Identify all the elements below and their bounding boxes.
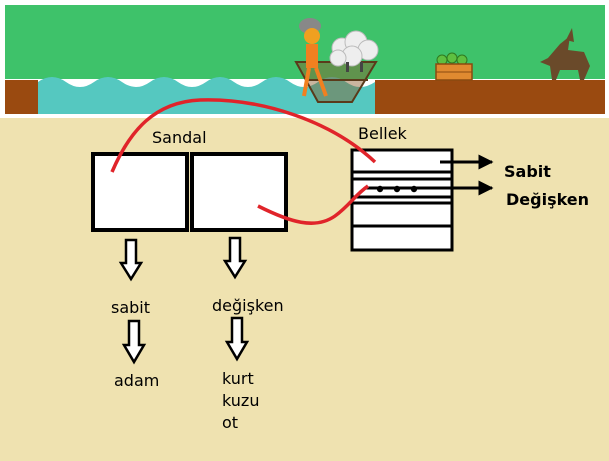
down-arrow-icon [121,319,147,365]
right-slot-type-label: değişken [212,296,284,315]
down-arrow-icon [222,236,248,280]
memory-row-label-sabit: Sabit [504,162,551,181]
right-slot-value: kuzu [222,391,260,410]
left-bank [5,80,38,114]
game-scene [0,0,609,118]
boat-slot-right [190,152,288,232]
wolf-icon [540,28,590,80]
right-bank [375,80,605,114]
cabbage-crate-icon [435,52,473,81]
grass-band [5,5,605,79]
memory-title: Bellek [358,124,407,143]
left-slot-type-label: sabit [111,298,151,317]
memory-row-label-degisken: Değişken [506,190,590,209]
left-slot-value: adam [114,371,160,390]
connector-left-slot-to-sabit [110,98,377,173]
boat-title: Sandal [152,128,207,147]
water [38,77,375,114]
sheep-icon [329,30,379,72]
right-slot-value: kurt [222,369,254,388]
right-slot-value: ot [222,413,239,432]
down-arrow-icon [224,316,250,362]
connector-right-slot-to-degisken [257,184,370,225]
boat-slot-left [91,152,189,232]
memory-table [350,148,454,252]
farmer-icon [299,18,328,97]
down-arrow-icon [118,238,144,282]
